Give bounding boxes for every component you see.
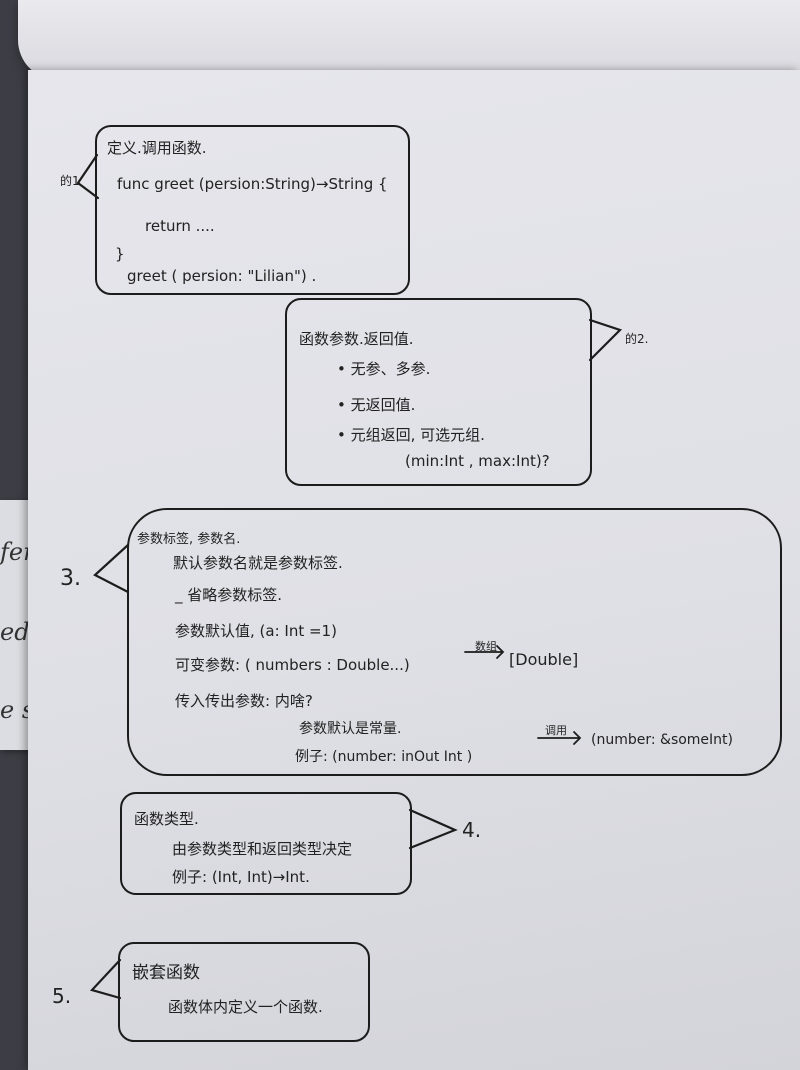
- note-title: 参数标签, 参数名.: [137, 532, 241, 547]
- note-marker: 的2.: [625, 332, 649, 346]
- note-box-param-labels: 参数标签, 参数名. 默认参数名就是参数标签. _ 省略参数标签. 参数默认值,…: [127, 508, 782, 776]
- arrow-label: 数组: [475, 640, 497, 653]
- note-line: 传入传出参数: 内啥?: [175, 692, 313, 710]
- code-line: func greet (persion:String)→String {: [117, 175, 388, 193]
- note-marker: 4.: [462, 818, 482, 842]
- arrow-label: 调用: [545, 724, 567, 737]
- note-line: 可变参数: ( numbers : Double...): [175, 656, 410, 674]
- note-marker: 的1: [60, 174, 80, 188]
- note-title: 函数参数.返回值.: [299, 330, 414, 348]
- note-marker: 5.: [52, 984, 72, 1008]
- note-line: 例子: (number: inOut Int ): [295, 749, 473, 765]
- note-title: 定义.调用函数.: [107, 139, 207, 157]
- note-line: (number: &someInt): [591, 732, 734, 748]
- bullet-item: • 无参、多参.: [337, 360, 431, 378]
- note-box-nested-functions: 嵌套函数 函数体内定义一个函数.: [118, 942, 370, 1042]
- notebook-page: [28, 70, 800, 1070]
- note-line: 默认参数名就是参数标签.: [173, 554, 343, 572]
- note-line: 函数体内定义一个函数.: [168, 998, 323, 1016]
- bullet-item: • 无返回值.: [337, 396, 416, 414]
- note-box-define-call: 定义.调用函数. func greet (persion:String)→Str…: [95, 125, 410, 295]
- note-line: 例子: (Int, Int)→Int.: [172, 868, 310, 886]
- folded-page-edge: [18, 0, 800, 80]
- bullet-item: • 元组返回, 可选元组.: [337, 426, 485, 444]
- note-line: 由参数类型和返回类型决定: [172, 840, 353, 858]
- note-title: 嵌套函数: [132, 963, 200, 983]
- arrow-target: [Double]: [509, 650, 579, 669]
- note-line: _ 省略参数标签.: [175, 586, 283, 604]
- note-box-function-types: 函数类型. 由参数类型和返回类型决定 例子: (Int, Int)→Int.: [120, 792, 412, 895]
- note-marker: 3.: [60, 566, 81, 591]
- note-line: 参数默认是常量.: [299, 721, 402, 737]
- code-line: return ....: [145, 217, 215, 235]
- code-line: }: [115, 245, 125, 263]
- note-box-params-return: 函数参数.返回值. • 无参、多参. • 无返回值. • 元组返回, 可选元组.…: [285, 298, 592, 486]
- tuple-example: (min:Int , max:Int)?: [405, 452, 550, 470]
- note-title: 函数类型.: [134, 810, 199, 828]
- note-line: 参数默认值, (a: Int =1): [175, 622, 337, 640]
- code-line: greet ( persion: "Lilian") .: [127, 267, 317, 285]
